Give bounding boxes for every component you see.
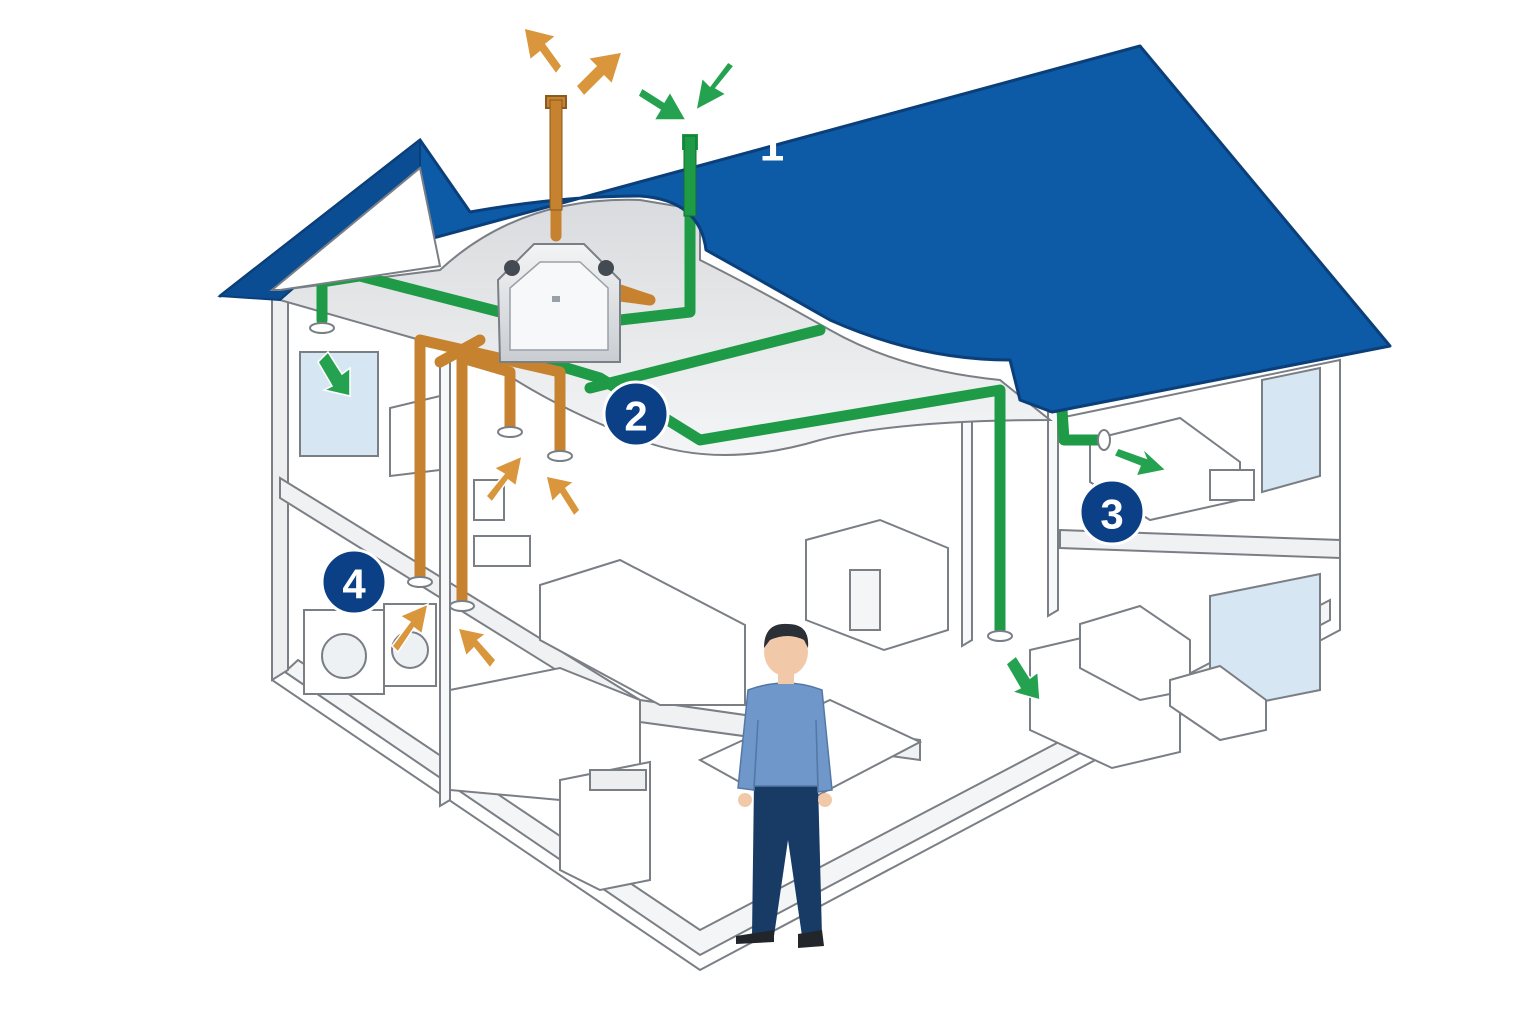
supply-air-arrow <box>1112 447 1168 478</box>
person-shoe-left <box>736 930 774 944</box>
label-one: 1 <box>760 122 784 171</box>
ventilation-unit-icon <box>496 243 621 363</box>
supply-air-arrow <box>317 350 351 397</box>
gable-wall <box>269 166 442 291</box>
badge-two: 2 <box>602 380 670 448</box>
exhaust-air-arrow <box>545 475 581 518</box>
supply-terminal-living <box>987 630 1013 642</box>
label-three: 3 <box>1100 491 1123 538</box>
vanity-drawers <box>849 569 881 631</box>
extract-duct-2 <box>456 352 516 606</box>
interior-wall-2 <box>961 419 973 648</box>
coffee-table <box>1169 664 1267 742</box>
supply-duct-main <box>534 354 1006 636</box>
extract-terminal-4 <box>547 450 573 462</box>
extract-terminal-3 <box>497 426 523 438</box>
unit-port-right <box>598 260 614 276</box>
person-pants <box>752 782 822 936</box>
interior-wall-3 <box>1047 411 1059 618</box>
label-two: 2 <box>624 393 647 440</box>
extract-terminal-2 <box>449 600 475 612</box>
supply-terminal-bedroom <box>1097 429 1111 451</box>
roof <box>218 44 1392 414</box>
unit-port-left <box>504 260 520 276</box>
intake-stack <box>683 135 697 217</box>
extract-duct-unit <box>614 284 656 306</box>
unit-front <box>509 261 609 351</box>
stove-top <box>589 769 647 791</box>
washing-machine-1-door <box>321 633 367 679</box>
exhaust-air-arrow <box>523 26 563 76</box>
exhaust-stack <box>549 99 563 211</box>
exhaust-air-arrows <box>391 26 624 670</box>
window-left <box>299 351 379 457</box>
extract-ducts <box>414 98 656 606</box>
badge-four: 4 <box>320 548 388 616</box>
unit-indicator <box>552 296 560 302</box>
person-icon <box>736 623 833 948</box>
person-hand-left <box>738 793 752 807</box>
upper-sink <box>473 535 531 567</box>
person-hair <box>764 623 809 648</box>
extract-duct-1 <box>414 334 566 582</box>
kitchen-island <box>559 760 651 892</box>
interior-wall <box>439 359 451 808</box>
extract-duct-3 <box>434 334 486 368</box>
person-shoe-right <box>798 930 824 948</box>
exhaust-air-arrow <box>574 51 624 98</box>
supply-air-arrow <box>694 60 736 112</box>
label-four: 4 <box>342 561 366 608</box>
supply-air-arrow <box>637 86 688 121</box>
furniture <box>303 394 1267 892</box>
supply-terminal-left <box>309 322 335 334</box>
supply-duct-right <box>1056 404 1104 446</box>
person-head <box>764 628 808 676</box>
supply-air-arrow <box>1005 654 1041 702</box>
person-hand-right <box>818 793 832 807</box>
window-right-upper <box>1261 366 1321 494</box>
badge-three: 3 <box>1078 478 1146 546</box>
roof-penetrations <box>549 99 697 217</box>
exhaust-air-arrow <box>391 602 430 654</box>
person-shirt <box>737 682 833 793</box>
exhaust-air-arrow <box>456 627 497 670</box>
bedside-box <box>1209 469 1255 501</box>
exhaust-air-arrow <box>484 454 524 504</box>
extract-terminal-1 <box>407 576 433 588</box>
bathtub <box>539 558 746 706</box>
supply-duct-cross <box>584 324 826 394</box>
supply-air-arrows <box>317 60 1168 702</box>
